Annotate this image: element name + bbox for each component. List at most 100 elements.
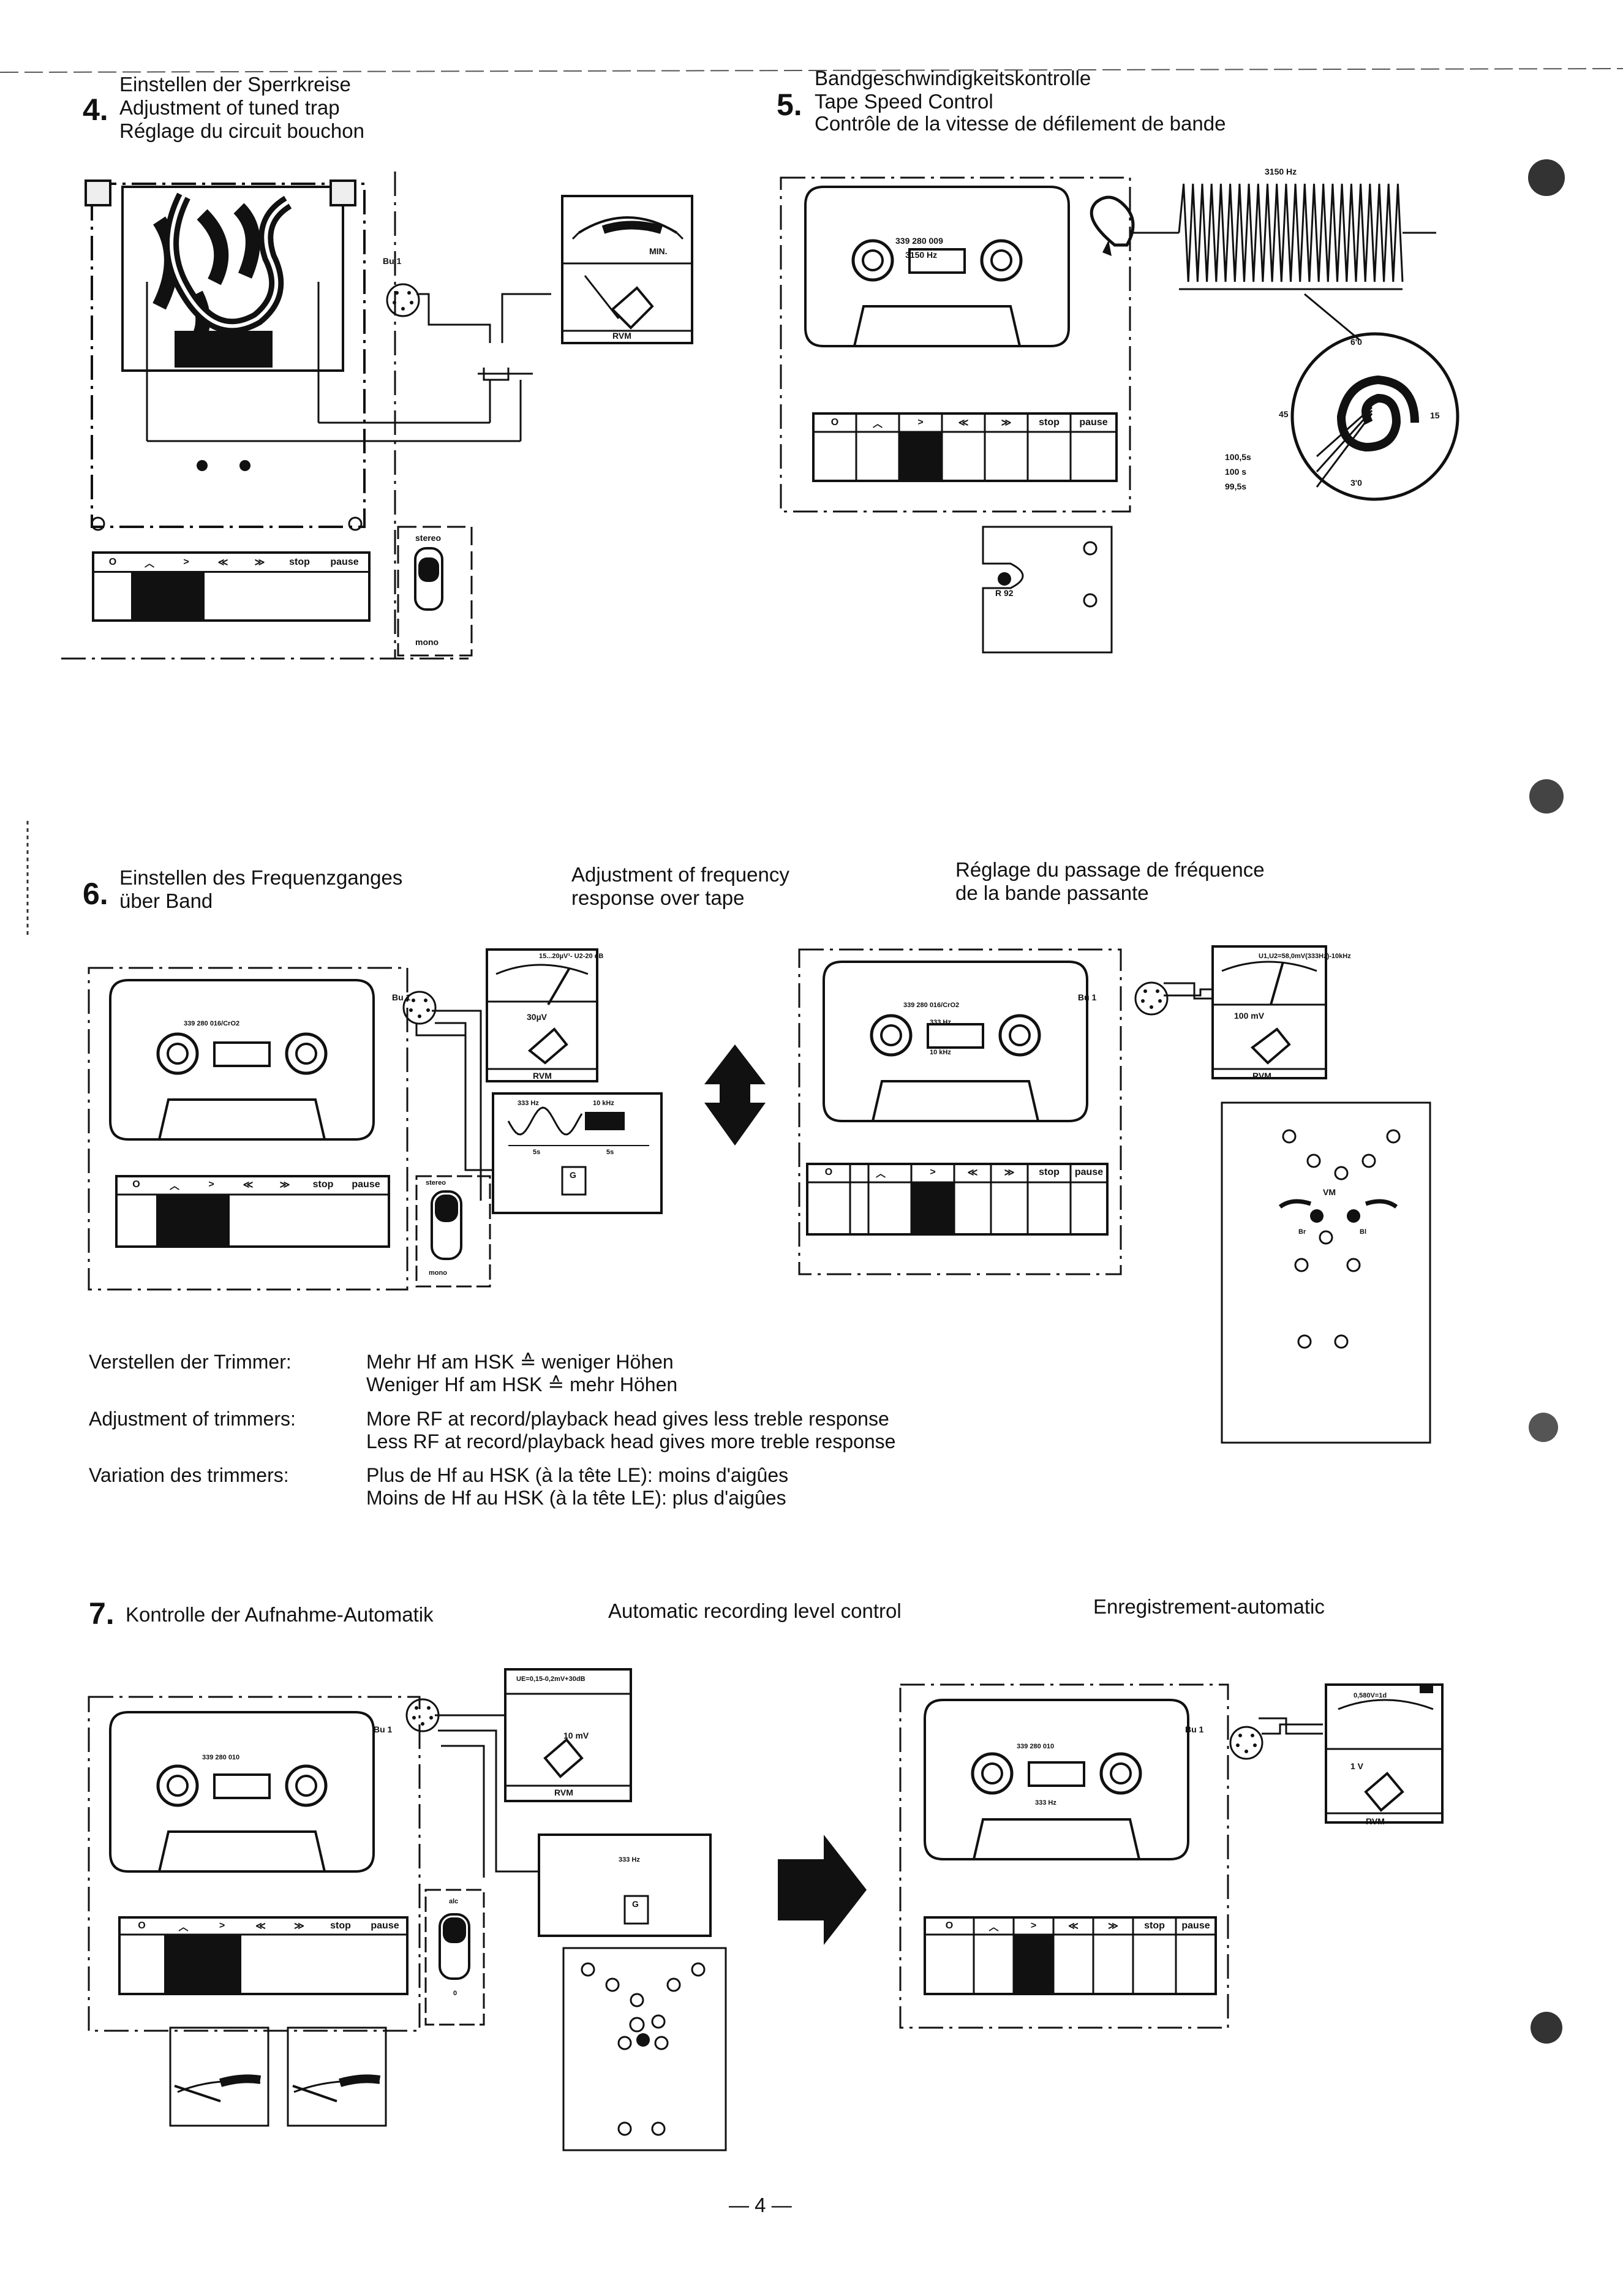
socket-label: Bu 1 [392, 992, 411, 1002]
board-label: VM [1323, 1187, 1336, 1197]
cassette-number: 339 280 009 [895, 236, 943, 246]
meter-name: RVM [612, 331, 631, 341]
key-cell: pause [1181, 1920, 1210, 1931]
key-cell: ≫ [1108, 1921, 1118, 1932]
trimmer-text: More RF at record/playback head gives le… [366, 1408, 889, 1430]
cassette-number: 339 280 010 [1017, 1743, 1055, 1750]
keybar-s6-left: O ︿ > ≪ ≫ stop pause [116, 1176, 389, 1195]
meter-name: RVM [1252, 1071, 1271, 1081]
meter-name: RVM [1366, 1816, 1385, 1826]
section-title-en: Adjustment of tuned trap [119, 96, 340, 119]
trimmer-text: Weniger Hf am HSK ≙ mehr Höhen [366, 1373, 678, 1395]
dial-label-left: 45 [1279, 409, 1289, 419]
cassette-frequency: 3150 Hz [905, 250, 938, 260]
generator-frequency: 10 kHz [593, 1100, 614, 1107]
key-cell: stop [1039, 417, 1060, 428]
keybar-s4: O ︿ > ≪ ≫ stop pause [92, 551, 371, 622]
section-title-fr: Enregistrement-automatic [1093, 1595, 1325, 1618]
dial-label-bottom: 3'0 [1350, 478, 1362, 488]
right-arrow-icon [778, 1835, 867, 1945]
sine-burst [1178, 183, 1404, 282]
key-cell: ≫ [1001, 418, 1012, 428]
trimmer-text: Less RF at record/playback head gives mo… [366, 1430, 896, 1452]
socket-label: Bu 1 [383, 256, 402, 266]
section-title-de: Kontrolle der Aufnahme-Automatik [126, 1603, 434, 1626]
section-title-de: Einstellen des Frequenzganges [119, 866, 403, 889]
signal-frequency: 3150 Hz [1265, 167, 1297, 176]
page-number: — 4 — [729, 2194, 792, 2216]
meter-label: MIN. [649, 246, 668, 256]
key-cell: > [930, 1167, 936, 1177]
switch-label-bottom: 0 [453, 1990, 458, 1997]
keybar-s5: O ︿ > ≪ ≫ stop pause [813, 414, 1117, 433]
section-number: 7. [89, 1596, 115, 1631]
key-cell: ≪ [967, 1168, 978, 1178]
keybar-s7-right: O ︿ > ≪ ≫ stop pause [925, 1917, 1216, 1936]
meter-value: 100 mV [1234, 1011, 1265, 1021]
key-cell: pause [1074, 1167, 1104, 1177]
section-title-de: Einstellen der Sperrkreise [119, 73, 351, 96]
meter-value: 10 mV [563, 1731, 589, 1740]
section-title-en: Automatic recording level control [608, 1599, 902, 1622]
cassette-frequency: 10 kHz [930, 1049, 951, 1056]
key-cell: ≫ [279, 1180, 290, 1190]
section-number: 6. [83, 877, 108, 911]
key-cell: stop [330, 1920, 351, 1931]
keybar-s7-left: O ︿ > ≪ ≫ stop pause [119, 1917, 407, 1936]
meter-scale: 15...20µV¹- U2-20 dB [539, 953, 604, 960]
dial-value: 100 s [1225, 467, 1247, 477]
meter-scale: 0,580V=1d [1354, 1692, 1387, 1699]
trimmer-label: Verstellen der Trimmer: [89, 1351, 292, 1373]
section7-right-diagram [899, 1683, 1444, 2029]
switch-label-top: stereo [426, 1179, 446, 1187]
section6-right-diagram [798, 945, 1431, 1444]
trim-label: R 92 [995, 588, 1014, 598]
key-cell: stop [1144, 1920, 1165, 1931]
key-cell: > [208, 1179, 214, 1190]
key-cell: ≫ [254, 557, 265, 568]
meter-scale: U1,U2=58,0mV(333Hz)-10kHz [1259, 953, 1351, 960]
meter-name: RVM [533, 1071, 552, 1081]
switch-label-bottom: mono [415, 637, 439, 647]
key-cell: ≪ [255, 1921, 266, 1932]
cassette-number: 339 280 016/CrO2 [184, 1020, 240, 1027]
section6-left-diagram [88, 948, 663, 1291]
generator-time: 5s [533, 1149, 541, 1156]
meter-scale: UE=0,15-0,2mV+30dB [516, 1675, 586, 1683]
key-cell: > [1030, 1920, 1037, 1931]
switch-label-bottom: mono [429, 1269, 447, 1277]
key-cell: ≪ [1068, 1921, 1079, 1932]
key-cell: O [824, 1167, 833, 1177]
key-cell: ≪ [958, 418, 969, 428]
meter-value: 30µV [527, 1012, 547, 1022]
key-cell: pause [1079, 417, 1108, 428]
section-title-en: Adjustment of frequency [571, 863, 789, 886]
key-cell: pause [371, 1920, 399, 1931]
key-cell: ︿ [178, 1922, 189, 1933]
generator-label: G [632, 1899, 639, 1909]
dial-label-right: 15 [1430, 410, 1440, 420]
key-cell: ≪ [217, 557, 228, 568]
section7-left-diagram [88, 1668, 727, 2151]
key-cell: pause [352, 1179, 380, 1190]
socket-label: Bu 1 [1185, 1724, 1204, 1734]
cassette-number: 339 280 010 [202, 1754, 240, 1761]
generator-time: 5s [606, 1149, 614, 1156]
key-cell: ︿ [988, 1922, 999, 1933]
cassette-number: 339 280 016/CrO2 [903, 1002, 960, 1009]
dial-value: 100,5s [1225, 452, 1251, 462]
key-cell: O [945, 1920, 954, 1931]
meter-name: RVM [554, 1788, 573, 1797]
meter-value: 1 V [1350, 1761, 1364, 1771]
switch-label-top: alc [449, 1898, 459, 1905]
key-cell: ︿ [875, 1169, 886, 1179]
section-title-en: response over tape [571, 886, 745, 909]
generator-frequency: 333 Hz [518, 1100, 539, 1107]
key-cell: stop [289, 557, 310, 567]
trimmer-label: Adjustment of trimmers: [89, 1408, 296, 1430]
section-title-de: über Band [119, 889, 213, 912]
key-cell: stop [312, 1179, 334, 1190]
section-title-fr: Contrôle de la vitesse de défilement de … [815, 112, 1226, 135]
double-arrow-icon [704, 1044, 766, 1146]
